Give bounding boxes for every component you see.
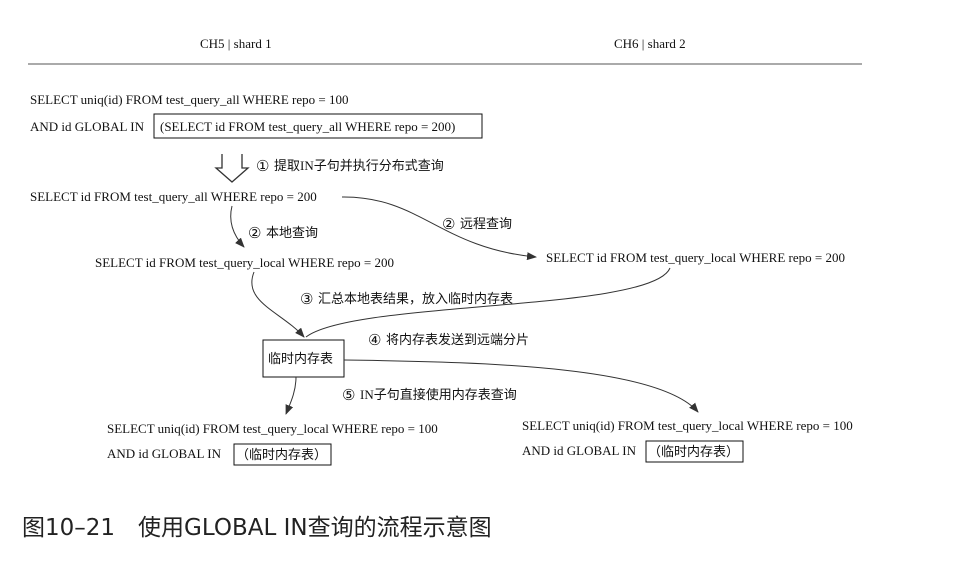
final-right-line2-prefix: AND id GLOBAL IN — [522, 443, 637, 458]
step2-local-number: ② — [248, 226, 261, 242]
query-line1: SELECT uniq(id) FROM test_query_all WHER… — [30, 92, 348, 107]
remote-query-arrow — [341, 196, 537, 261]
use-local-arrow — [285, 376, 297, 415]
send-to-remote-arrow — [343, 359, 699, 413]
final-right-temp-box — [645, 440, 744, 463]
shard1-header: CH5 | shard 1 — [200, 36, 272, 51]
step1-label: 提取IN子句并执行分布式查询 — [274, 158, 444, 173]
final-right-line1: SELECT uniq(id) FROM test_query_local WH… — [522, 418, 853, 433]
remote-query-shard2: SELECT id FROM test_query_local WHERE re… — [546, 250, 845, 265]
figure-caption: 图10–21 使用GLOBAL IN查询的流程示意图 — [22, 515, 492, 541]
down-arrow-icon — [214, 154, 250, 183]
step4-label: 将内存表发送到远端分片 — [386, 332, 529, 347]
final-left-line1: SELECT uniq(id) FROM test_query_local WH… — [107, 421, 438, 436]
temp-table-label: 临时内存表 — [268, 351, 333, 366]
final-left-temp-box — [233, 443, 332, 466]
step5-number: ⑤ — [342, 388, 355, 404]
final-right-temp-label: （临时内存表） — [648, 444, 739, 459]
subquery-box — [153, 113, 483, 139]
subquery-text: (SELECT id FROM test_query_all WHERE rep… — [160, 119, 455, 134]
step2-remote-number: ② — [442, 217, 455, 233]
step4-number: ④ — [368, 333, 381, 349]
local-result-arrow — [251, 271, 305, 338]
distributed-subquery: SELECT id FROM test_query_all WHERE repo… — [30, 189, 317, 204]
shard2-header: CH6 | shard 2 — [614, 36, 686, 51]
local-query-shard1: SELECT id FROM test_query_local WHERE re… — [95, 255, 394, 270]
remote-result-arrow — [305, 267, 671, 338]
step1-number: ① — [256, 159, 269, 175]
temp-table-box — [262, 339, 345, 378]
step2-remote-label: 远程查询 — [460, 216, 512, 231]
query-line2-prefix: AND id GLOBAL IN — [30, 119, 145, 134]
step3-number: ③ — [300, 292, 313, 308]
final-left-temp-label: （临时内存表） — [236, 447, 327, 462]
local-query-arrow — [230, 205, 245, 248]
step5-label: IN子句直接使用内存表查询 — [360, 387, 517, 402]
step3-label: 汇总本地表结果，放入临时内存表 — [318, 291, 513, 306]
final-left-line2-prefix: AND id GLOBAL IN — [107, 446, 222, 461]
step2-local-label: 本地查询 — [266, 225, 318, 240]
